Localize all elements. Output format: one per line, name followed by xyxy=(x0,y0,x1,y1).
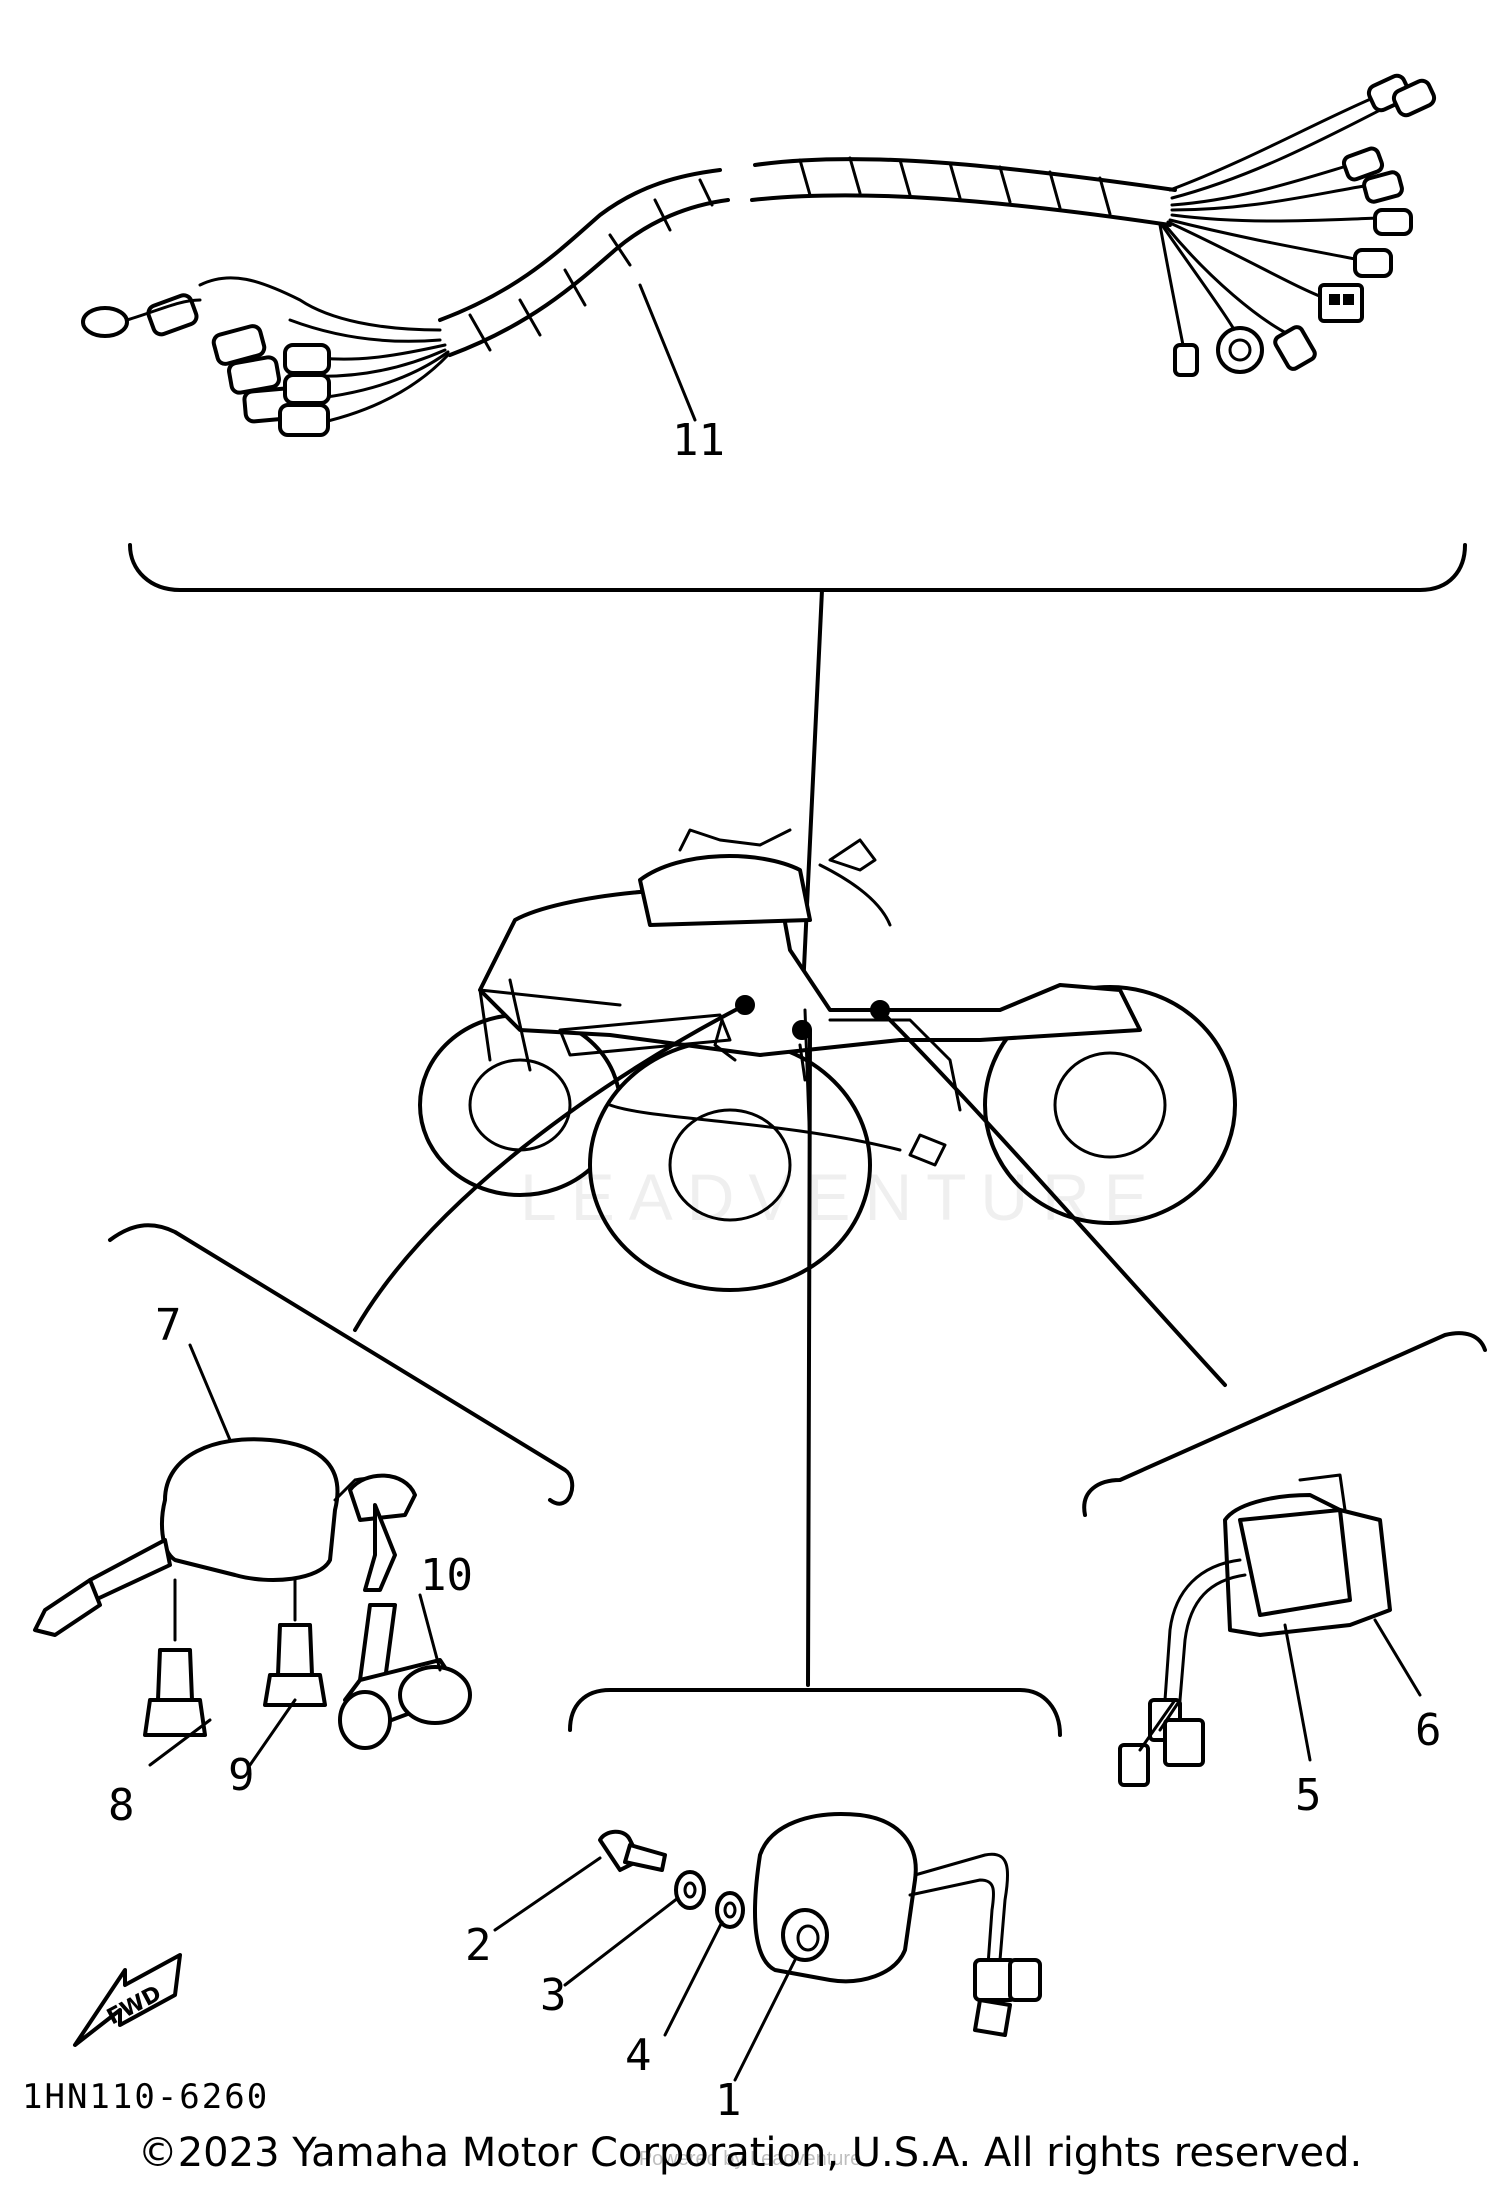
callout-4: 4 xyxy=(625,2030,652,2081)
rectifier-relay-group: 5 6 xyxy=(1082,1331,1487,1821)
watermark: LEADVENTURE xyxy=(520,1160,1162,1234)
faint-caption: Powered by Leadventure xyxy=(638,2148,862,2170)
callout-9: 9 xyxy=(228,1750,255,1801)
fwd-arrow-icon: FWD xyxy=(73,1953,182,2047)
callout-3: 3 xyxy=(540,1970,567,2021)
callout-2: 2 xyxy=(465,1920,492,1971)
leader-arc-right xyxy=(878,1008,1227,1387)
callout-1: 1 xyxy=(715,2075,742,2126)
callout-11: 11 xyxy=(672,415,725,466)
harness-bracket xyxy=(128,543,1467,592)
copyright-notice: ©2023 Yamaha Motor Corporation, U.S.A. A… xyxy=(137,2130,1363,2176)
atv-outline xyxy=(418,828,1237,1292)
ignition-coil-group: 7 8 9 10 xyxy=(33,1223,575,1831)
diagram-code: 1HN110-6260 xyxy=(22,2077,269,2117)
cdi-unit-group: 2 3 4 1 xyxy=(465,1688,1062,2126)
callout-10: 10 xyxy=(420,1550,473,1601)
callout-5: 5 xyxy=(1295,1770,1322,1821)
callout-6: 6 xyxy=(1415,1705,1442,1756)
callout-8: 8 xyxy=(108,1780,135,1831)
callout-7: 7 xyxy=(155,1300,182,1351)
wire-harness: 11 xyxy=(81,73,1437,466)
harness-leader-line xyxy=(800,588,824,1012)
leader-line-center xyxy=(806,1028,812,1687)
leader-arc-left xyxy=(353,1003,747,1332)
